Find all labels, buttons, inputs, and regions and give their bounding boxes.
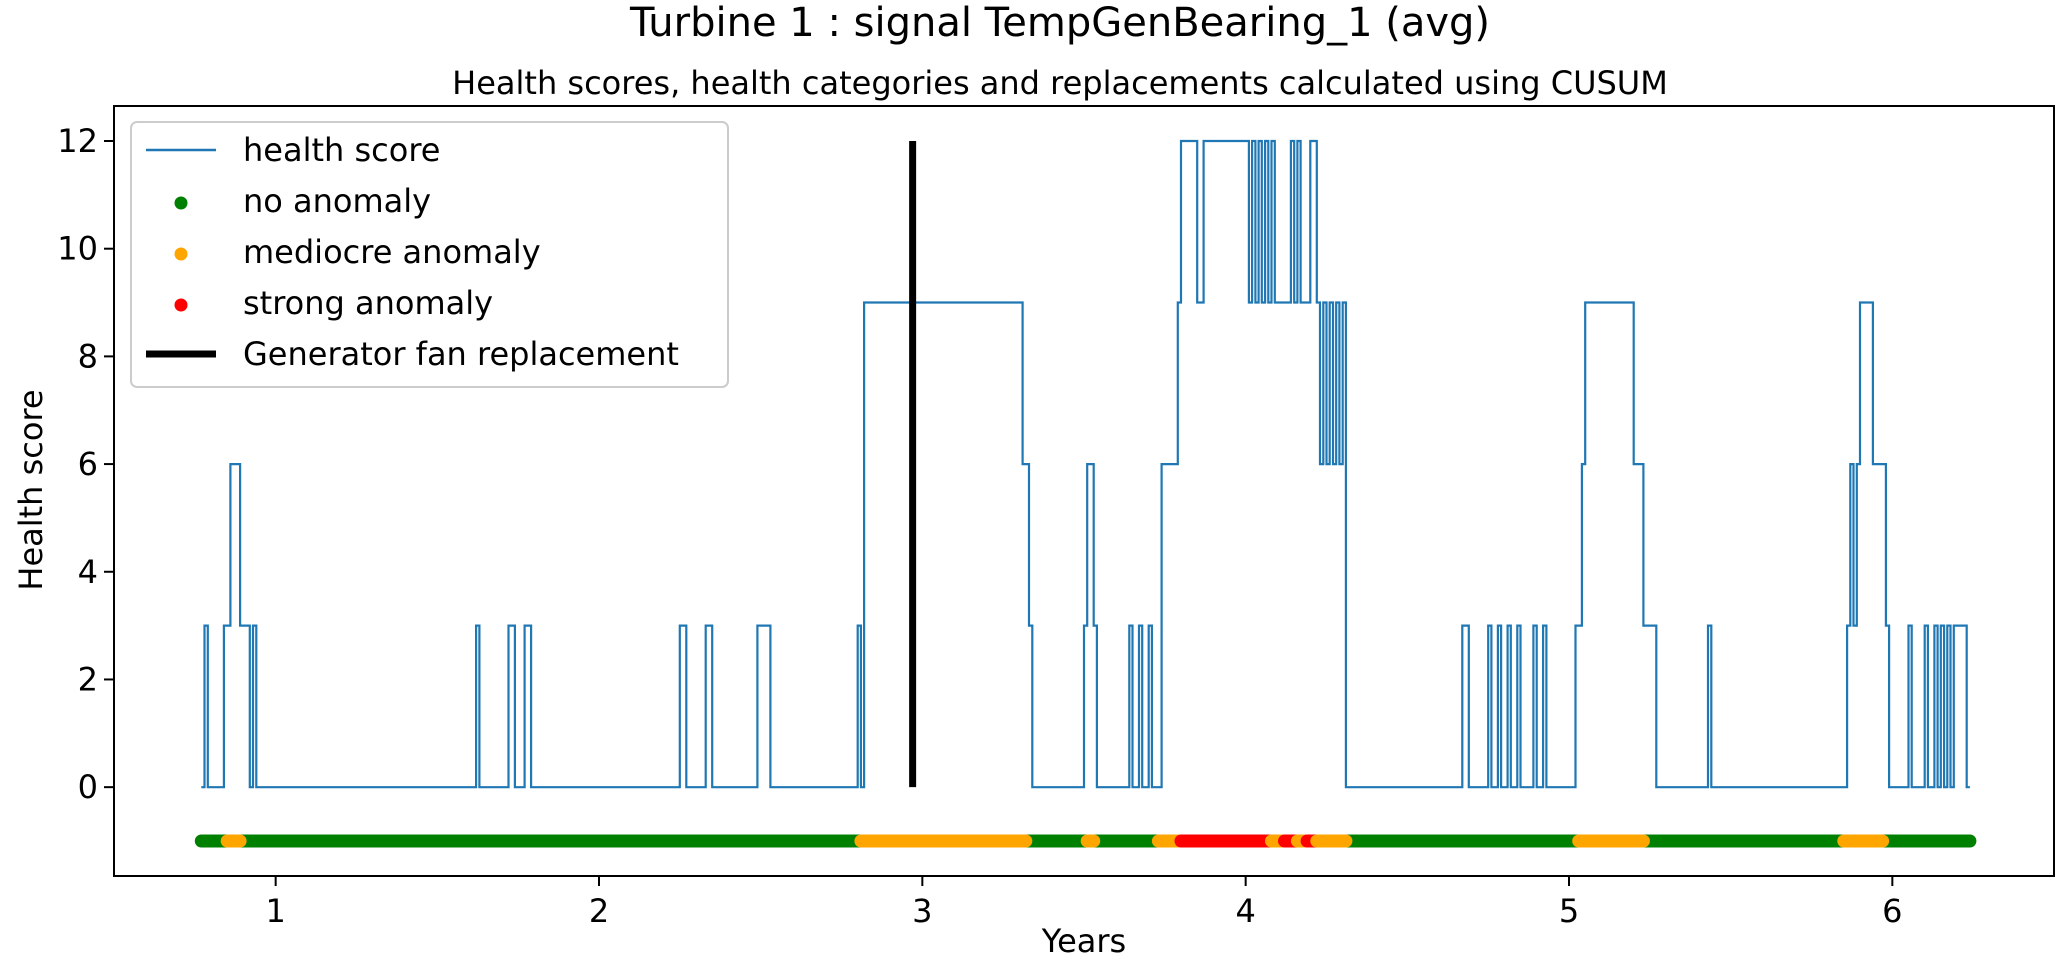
y-tick-label: 6 [78, 445, 98, 483]
legend-box [130, 121, 729, 388]
legend-swatch-no-anomaly [174, 196, 188, 210]
x-axis: 1 2 3 4 5 6 [265, 876, 1903, 930]
x-tick-label: 2 [589, 892, 609, 930]
legend-swatch-strong-anomaly [174, 298, 188, 312]
y-tick-label: 10 [57, 230, 98, 268]
y-tick-label: 8 [78, 337, 98, 375]
x-tick-label: 3 [912, 892, 932, 930]
y-tick-label: 4 [78, 553, 98, 591]
y-tick-label: 0 [78, 768, 98, 806]
legend-swatch-mediocre-anomaly [174, 247, 188, 261]
x-tick-label: 6 [1882, 892, 1902, 930]
x-tick-label: 4 [1235, 892, 1255, 930]
legend-label-strong-anomaly: strong anomaly [243, 284, 493, 322]
legend: health score no anomaly mediocre anomaly st… [130, 121, 729, 388]
y-tick-label: 2 [78, 660, 98, 698]
chart-title: Turbine 1 : signal TempGenBearing_1 (avg… [629, 0, 1490, 46]
y-axis-label: Health score [12, 389, 50, 590]
x-tick-label: 5 [1559, 892, 1579, 930]
legend-label-no-anomaly: no anomaly [243, 182, 431, 220]
y-axis: 0 2 4 6 8 10 12 [57, 122, 114, 806]
plot-frame [113, 105, 2055, 877]
legend-label-generator-fan-replacement: Generator fan replacement [243, 335, 679, 373]
plot-area [194, 139, 1977, 848]
chart-subtitle: Health scores, health categories and rep… [452, 64, 1668, 102]
legend-label-mediocre-anomaly: mediocre anomaly [243, 233, 541, 271]
x-tick-label: 1 [265, 892, 285, 930]
legend-label-health-score: health score [243, 131, 440, 169]
series-line-health-score [201, 139, 1970, 789]
y-tick-label: 12 [57, 122, 98, 160]
x-axis-label: Years [1041, 922, 1126, 958]
